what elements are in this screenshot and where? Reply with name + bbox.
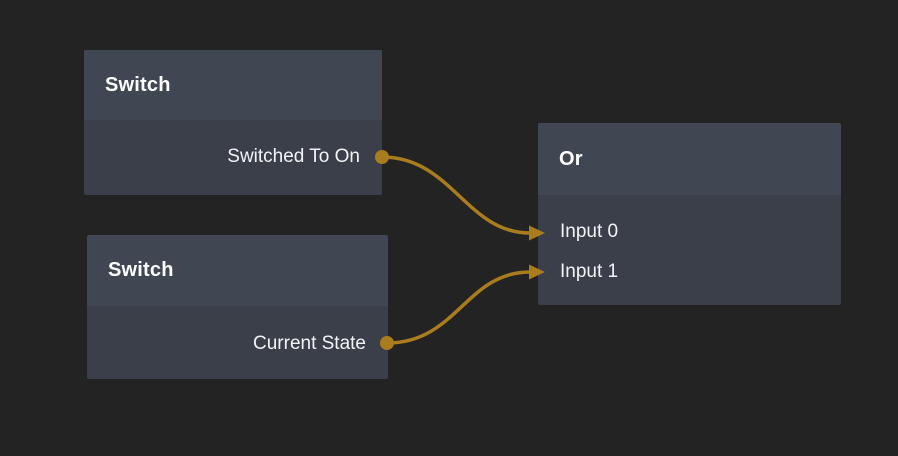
port-row-input-1: Input 1 [538, 252, 841, 292]
node-or-body: Input 0 Input 1 [538, 195, 841, 292]
node-or[interactable]: Or Input 0 Input 1 [538, 123, 841, 305]
node-switch-2-header[interactable]: Switch [87, 235, 388, 306]
port-row-input-0: Input 0 [538, 212, 841, 252]
node-switch-2[interactable]: Switch Current State [87, 235, 388, 379]
node-switch-1-body: Switched To On [84, 120, 382, 177]
node-title: Switch [105, 73, 171, 96]
port-row-switched-to-on: Switched To On [84, 137, 382, 177]
node-title: Or [559, 147, 583, 170]
node-or-header[interactable]: Or [538, 123, 841, 195]
node-title: Switch [108, 259, 174, 281]
port-label-input-0: Input 0 [560, 221, 619, 242]
wire-switched-to-on-to-input-0[interactable] [380, 155, 532, 235]
node-switch-2-body: Current State [87, 306, 388, 364]
node-switch-1-header[interactable]: Switch [84, 50, 382, 120]
wire-current-state-to-input-1[interactable] [385, 270, 532, 345]
port-label-switched-to-on: Switched To On [227, 146, 360, 167]
node-switch-1[interactable]: Switch Switched To On [84, 50, 382, 195]
port-label-current-state: Current State [253, 333, 366, 354]
port-label-input-1: Input 1 [560, 261, 619, 282]
port-row-current-state: Current State [87, 324, 388, 364]
